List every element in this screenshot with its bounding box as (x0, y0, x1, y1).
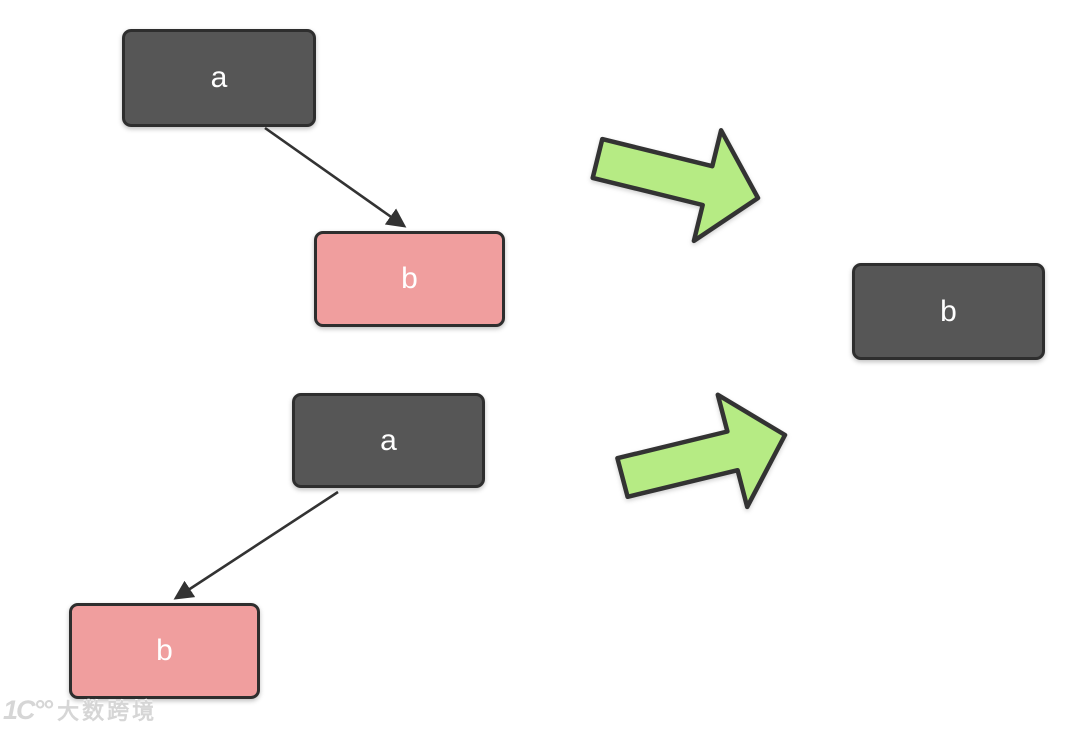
node-a-bottom-label: a (380, 423, 397, 457)
node-a-top: a (122, 29, 316, 127)
node-b-top: b (314, 231, 505, 327)
watermark-text: 大数跨境 (57, 698, 158, 724)
node-a-bottom: a (292, 393, 485, 488)
node-b-result: b (852, 263, 1045, 360)
connector-arrow-a1-b1 (264, 126, 407, 228)
node-b-result-label: b (940, 294, 957, 328)
transform-block-arrow-bottom-icon (615, 392, 788, 510)
node-a-top-label: a (210, 61, 228, 94)
watermark: 1Ϲ°° 大数跨境 (3, 697, 157, 724)
transform-block-arrow-top-icon (590, 128, 761, 244)
watermark-logo: 1Ϲ°° (3, 695, 53, 725)
node-b-bottom-label: b (156, 634, 173, 667)
connector-arrow-a2-b2 (173, 490, 339, 600)
node-b-top-label: b (401, 262, 418, 295)
node-b-bottom: b (69, 603, 260, 699)
